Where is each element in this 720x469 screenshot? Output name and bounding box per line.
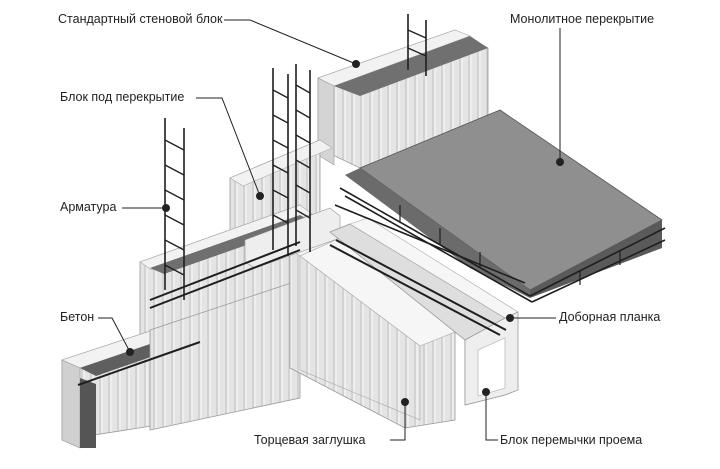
label-end-cap: Торцевая заглушка <box>252 433 368 448</box>
leader-lines <box>98 19 564 441</box>
label-standard-block: Стандартный стеновой блок <box>56 12 225 27</box>
label-lintel-block: Блок перемычки проема <box>498 433 645 448</box>
label-rebar: Арматура <box>58 200 119 215</box>
slab <box>334 109 666 303</box>
lintel-block-shape <box>329 217 519 406</box>
label-concrete: Бетон <box>58 310 97 325</box>
label-floor-block: Блок под перекрытие <box>58 90 187 105</box>
rebar <box>77 14 507 386</box>
label-extra-strip: Доборная планка <box>557 310 663 325</box>
front-wall <box>244 207 461 429</box>
label-monolithic-slab: Монолитное перекрытие <box>508 12 657 27</box>
